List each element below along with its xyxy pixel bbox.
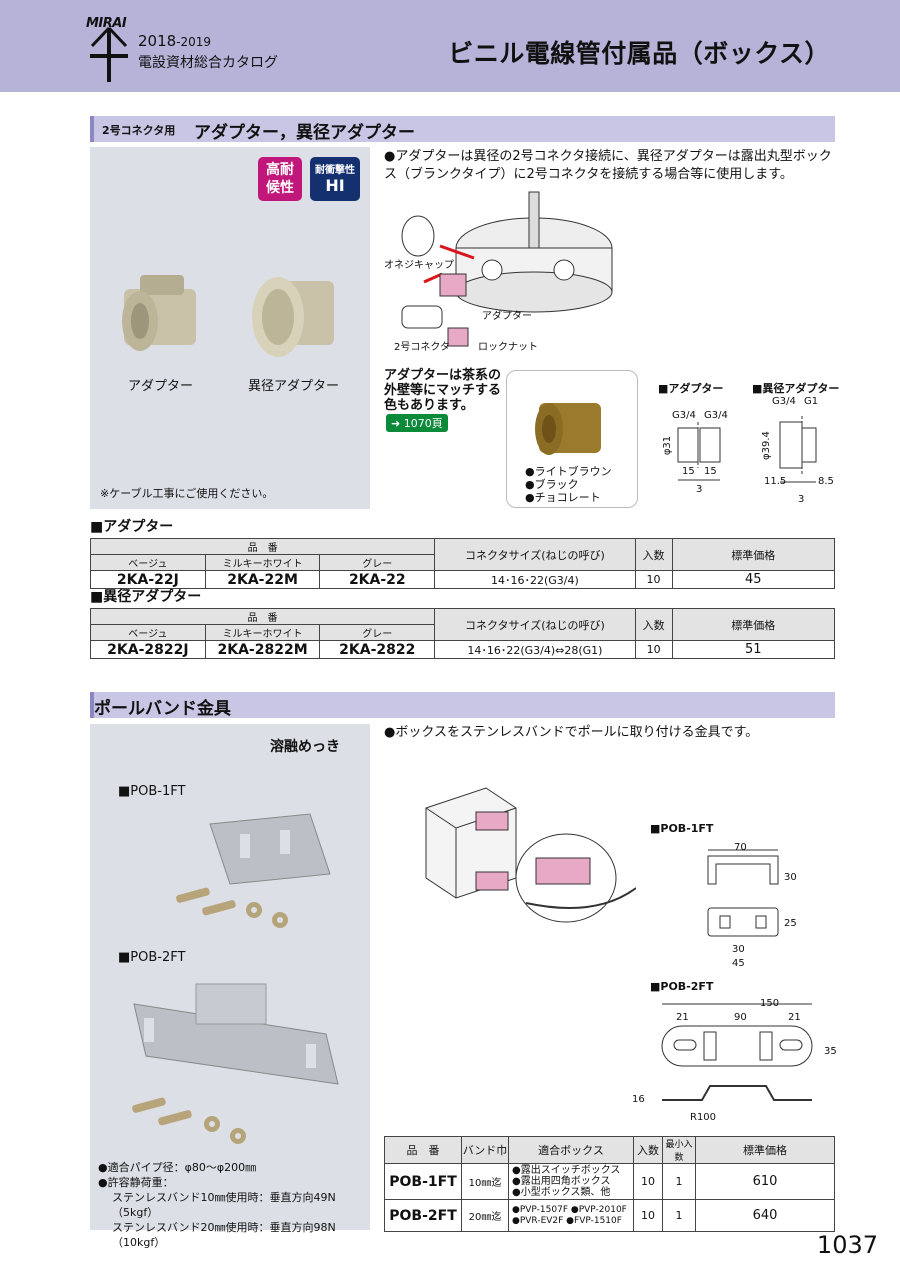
pob2ft-bolts-photo <box>132 1097 246 1144</box>
pob2ft-photo <box>133 983 339 1085</box>
reducer-caption: 異径アダプター <box>248 379 340 394</box>
brown-adapter-photo <box>535 403 601 455</box>
pole-band-description: ●ボックスをステンレスバンドでポールに取り付ける金具です。 <box>384 725 759 740</box>
mirai-logo-icon <box>90 26 128 82</box>
page-header: MIRAI 2018-2019 電設資材総合カタログ ビニル電線管付属品（ボック… <box>0 0 900 92</box>
adapter-photo-panel: 高耐 候性 耐衝撃性 HI アダプター 異径アダプター ※ケーブル工事にご使用く… <box>90 147 370 509</box>
adapter-spec-table: 品 番 コネクタサイズ(ねじの呼び) 入数 標準価格 ベージュ ミルキーホワイト… <box>89 538 835 589</box>
section-title: ポールバンド金具 <box>94 699 231 719</box>
page-reference-link[interactable]: ➜ 1070頁 <box>386 414 448 432</box>
pob1ft-dimension-drawing <box>707 849 779 937</box>
section-title: アダプター，異径アダプター <box>194 123 415 143</box>
brown-product-box: ●ライトブラウン ●ブラック ●チョコレート <box>506 370 638 508</box>
pole-band-photo-panel: 溶融めっき ■POB-1FT ■POB-2FT ●適合パイプ径：φ80～φ200… <box>90 724 370 1249</box>
adapter-dimension-drawing <box>677 422 721 481</box>
impact-badge: 耐衝撃性 HI <box>310 157 360 201</box>
adapter-table-heading: ■アダプター <box>90 519 174 535</box>
section-pole-band-bar: ポールバンド金具 <box>90 692 835 719</box>
adapter-caption: アダプター <box>128 379 194 394</box>
reducer-dimension-drawing <box>779 416 817 483</box>
load-specs: ●適合パイプ径：φ80～φ200㎜ ●許容静荷重： ステンレスバンド10㎜使用時… <box>98 1161 336 1249</box>
pob1ft-bolts-photo <box>176 887 288 928</box>
section-adapter-bar: 2号コネクタ用 アダプター，異径アダプター <box>90 116 835 143</box>
dim-adapter-heading: ■アダプター <box>658 382 724 395</box>
pob2ft-dimension-drawing <box>661 1003 813 1101</box>
table-row: POB-2FT 20㎜迄 ●PVP-1507F ●PVP-2010F ●PVR-… <box>384 1199 835 1232</box>
model2-label: ■POB-2FT <box>118 950 186 965</box>
weather-badge: 高耐 候性 <box>258 157 302 201</box>
connector-label: 2号コネクタ <box>394 342 450 353</box>
section-subtitle: 2号コネクタ用 <box>102 124 176 137</box>
brown-color-note: アダプターは茶系の外壁等にマッチする色もあります。 <box>384 368 502 413</box>
pob1ft-photo <box>209 813 331 885</box>
page-title: ビニル電線管付属品（ボックス） <box>448 39 830 68</box>
page-number: 1037 <box>816 1231 878 1259</box>
pole-band-spec-table: 品 番 バンド巾 適合ボックス 入数 最小入数 標準価格 POB-1FT 10㎜… <box>384 1136 835 1232</box>
color-list: ●ライトブラウン ●ブラック ●チョコレート <box>525 465 612 504</box>
cap-label: オネジキャップ <box>384 260 454 271</box>
reducer-spec-table: 品 番 コネクタサイズ(ねじの呼び) 入数 標準価格 ベージュ ミルキーホワイト… <box>89 608 836 659</box>
dim2-heading: ■POB-2FT <box>650 980 714 993</box>
model1-label: ■POB-1FT <box>118 784 186 799</box>
cable-note: ※ケーブル工事にご使用ください。 <box>100 487 274 500</box>
pole-band-install-diagram <box>425 787 636 923</box>
plating-label: 溶融めっき <box>270 739 340 755</box>
catalog-year: 2018-2019 <box>138 32 212 50</box>
adapter-photo <box>122 275 196 351</box>
dim1-heading: ■POB-1FT <box>650 822 714 835</box>
adapter-label: アダプター <box>482 311 532 322</box>
table-row: 2KA-2822J 2KA-2822M 2KA-2822 14･16･22(G3… <box>90 640 836 659</box>
table-row: 2KA-22J 2KA-22M 2KA-22 14･16･22(G3/4) 10… <box>90 570 835 589</box>
arrow-right-icon: ➜ <box>391 417 401 430</box>
adapter-description: ●アダプターは異径の2号コネクタ接続に、異径アダプターは露出丸型ボックス（ブラン… <box>384 149 832 182</box>
reducer-table-heading: ■異径アダプター <box>90 589 202 605</box>
locknut-label: ロックナット <box>478 342 538 353</box>
catalog-name: 電設資材総合カタログ <box>138 55 278 71</box>
assembly-diagram <box>401 191 613 347</box>
reducer-photo <box>252 277 334 357</box>
dim-reducer-heading: ■異径アダプター <box>752 382 840 395</box>
brand-name: MIRAI <box>86 16 127 31</box>
table-row: POB-1FT 10㎜迄 ●露出スイッチボックス ●露出用四角ボックス ●小型ボ… <box>384 1163 835 1200</box>
